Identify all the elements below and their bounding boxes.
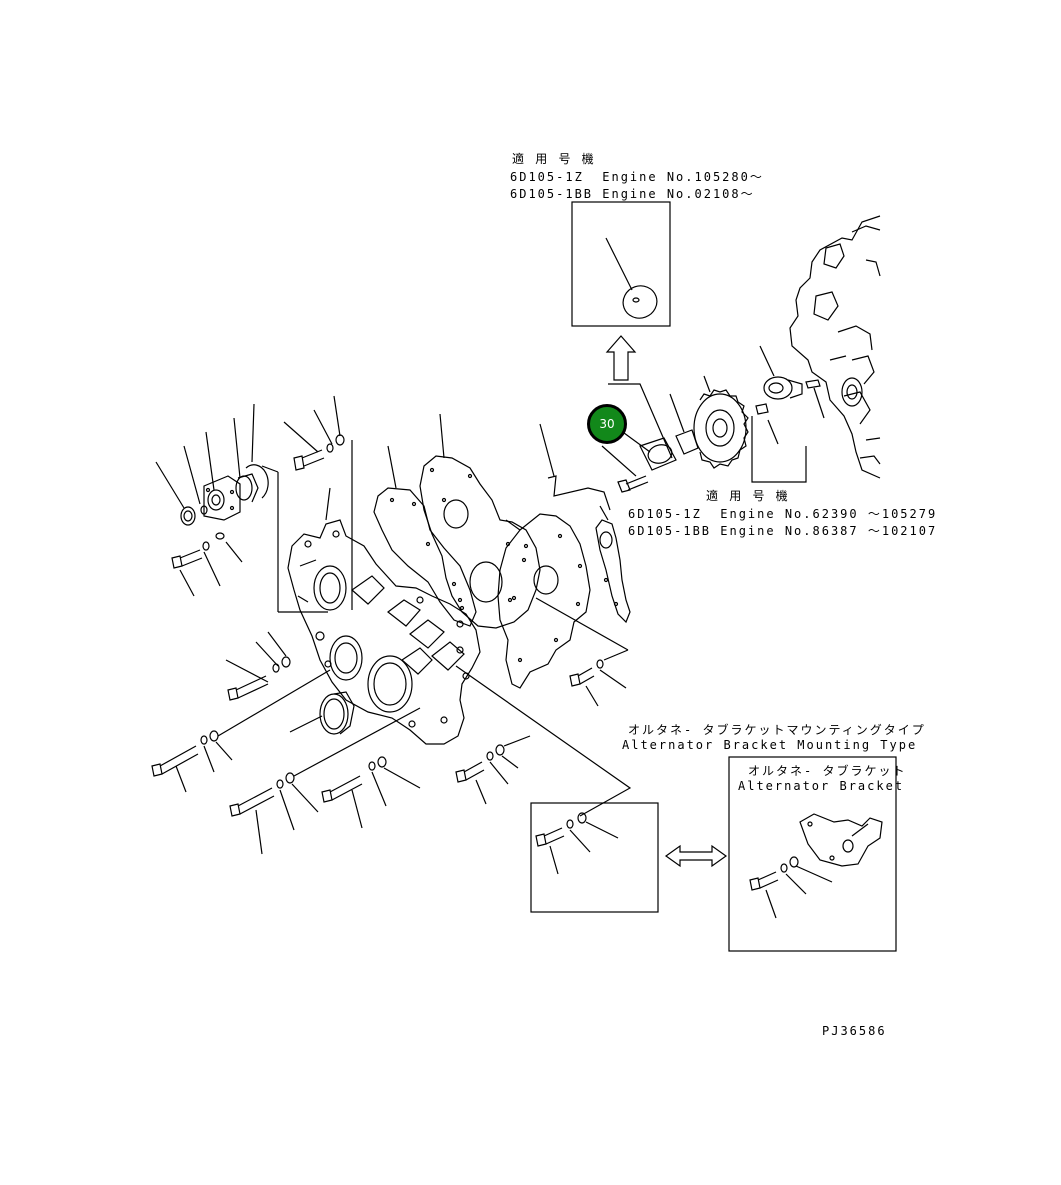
front-plate xyxy=(419,413,541,629)
inset-box-bolt xyxy=(530,802,659,913)
cylinder-block xyxy=(789,215,881,479)
long-bolt-2 xyxy=(229,707,421,855)
long-bolt-1 xyxy=(151,669,331,793)
rear-plate-gasket xyxy=(497,423,611,689)
bolt-bottom-middle xyxy=(321,756,421,829)
pump-assembly xyxy=(155,403,269,563)
timing-gear-case xyxy=(261,440,481,745)
right-note-heading: 適 用 号 機 xyxy=(706,489,790,503)
right-note-line2: 6D105-1BB Engine No.86387 ～102107 xyxy=(628,524,938,538)
leader-to-inset xyxy=(455,665,632,817)
alternator-bracket-en: Alternator Bracket xyxy=(738,779,905,793)
callout-30-badge[interactable]: 30 xyxy=(587,404,627,444)
inset-box-alternator-bracket xyxy=(728,756,897,952)
bolt-left-middle xyxy=(225,631,291,701)
front-cover-gasket xyxy=(373,445,477,627)
bolt-top-center xyxy=(283,395,345,471)
up-arrow-icon xyxy=(605,335,637,381)
alternator-bracket-jp: オルタネ- タブラケット xyxy=(748,764,907,778)
bolt-right-middle xyxy=(535,597,629,707)
top-note-line1: 6D105-1Z Engine No.105280～ xyxy=(510,170,764,184)
top-note-line2: 6D105-1BB Engine No.02108～ xyxy=(510,187,755,201)
idler-shaft xyxy=(759,345,825,419)
bolt-bottom-right xyxy=(455,735,531,805)
double-arrow-icon xyxy=(664,844,728,868)
inset-box-thrust-washer xyxy=(571,201,671,327)
idler-gear xyxy=(693,375,749,469)
alternator-type-jp: オルタネ- タブラケットマウンティングタイプ xyxy=(628,723,926,737)
front-oil-seal xyxy=(289,691,355,735)
bolt-pump xyxy=(171,541,221,597)
small-cover-gasket xyxy=(595,505,631,624)
bolt-30 xyxy=(601,445,649,493)
drawing-code: PJ36586 xyxy=(822,1024,887,1038)
right-note-line1: 6D105-1Z Engine No.62390 ～105279 xyxy=(628,507,938,521)
top-note-heading: 適 用 号 機 xyxy=(512,152,596,166)
alternator-type-en: Alternator Bracket Mounting Type xyxy=(622,738,918,752)
